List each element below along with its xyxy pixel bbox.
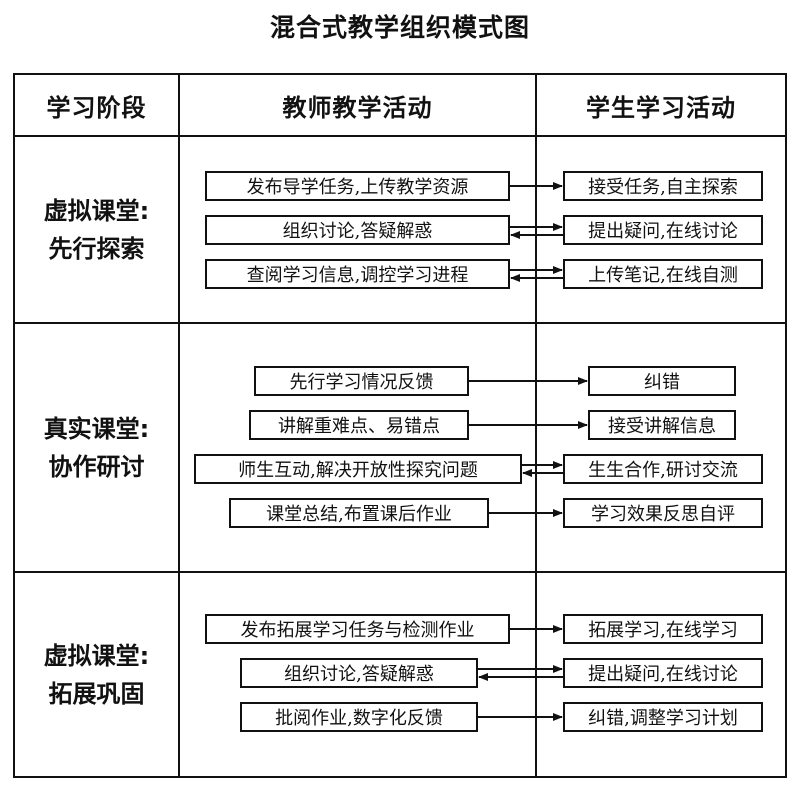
stage-label-3-line1: 虚拟课堂:: [43, 641, 150, 670]
stage-label-1-line2: 先行探索: [48, 234, 145, 263]
student-activity-box: 接受任务,自主探索: [563, 171, 763, 201]
teacher-activity-box: 发布导学任务,上传教学资源: [205, 171, 510, 201]
student-activity-box: 学习效果反思自评: [563, 498, 763, 528]
stage-label-2-line2: 协作研讨: [48, 452, 145, 481]
teacher-activity-box: 组织讨论,答疑解惑: [205, 215, 510, 245]
column-divider-1: [178, 73, 180, 778]
header-teacher-activity: 教师教学活动: [282, 93, 433, 122]
row-divider-header: [13, 135, 787, 137]
teacher-activity-box: 先行学习情况反馈: [254, 366, 469, 396]
student-activity-box: 拓展学习,在线学习: [563, 614, 763, 644]
stage-label-1-line1: 虚拟课堂:: [43, 196, 150, 225]
stage-label-1: 虚拟课堂: 先行探索: [14, 137, 179, 322]
teacher-activity-box: 讲解重难点、易错点: [249, 410, 469, 440]
student-activity-box: 生生合作,研讨交流: [563, 454, 763, 484]
teacher-activity-box: 发布拓展学习任务与检测作业: [205, 614, 510, 644]
header-stage: 学习阶段: [46, 93, 147, 122]
table-border-bottom: [13, 776, 787, 778]
stage-label-3-line2: 拓展巩固: [48, 679, 145, 708]
student-activity-box: 纠错: [588, 366, 736, 396]
stage-label-3: 虚拟课堂: 拓展巩固: [14, 573, 179, 776]
student-activity-box: 提出疑问,在线讨论: [563, 215, 763, 245]
stage-label-2-line1: 真实课堂:: [43, 414, 150, 443]
stage-label-2: 真实课堂: 协作研讨: [14, 324, 179, 571]
student-activity-box: 纠错,调整学习计划: [563, 702, 763, 732]
teacher-activity-box: 查阅学习信息,调控学习进程: [205, 259, 510, 289]
teacher-activity-box: 组织讨论,答疑解惑: [240, 658, 478, 688]
teacher-activity-box: 师生互动,解决开放性探究问题: [194, 454, 522, 484]
table-border-right: [785, 73, 787, 778]
table-border-top: [13, 73, 787, 75]
row-divider-stage-2: [13, 571, 787, 573]
student-activity-box: 提出疑问,在线讨论: [563, 658, 763, 688]
header-student-activity: 学生学习活动: [586, 93, 736, 122]
student-activity-box: 接受讲解信息: [588, 410, 736, 440]
teacher-activity-box: 课堂总结,布置课后作业: [229, 498, 489, 528]
diagram-title: 混合式教学组织模式图: [269, 13, 530, 42]
teacher-activity-box: 批阅作业,数字化反馈: [240, 702, 478, 732]
student-activity-box: 上传笔记,在线自测: [563, 259, 763, 289]
table-border-left: [13, 73, 15, 778]
row-divider-stage-1: [13, 322, 787, 324]
